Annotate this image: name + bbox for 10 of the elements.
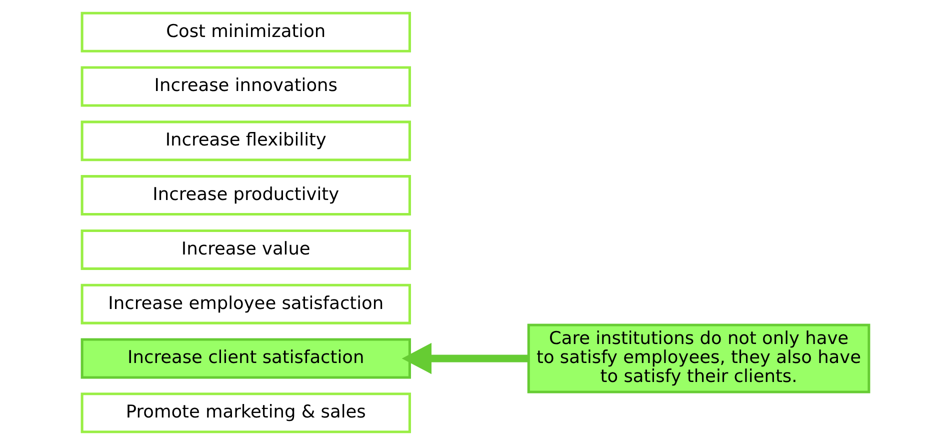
node-box: Care institutions do not only have to satisfy employees, they also have to satisfy their clients.	[526, 324, 870, 394]
node-box: Increase employee satisfaction	[80, 284, 410, 324]
node-box: Increase productivity	[80, 175, 410, 216]
node-box: Cost minimization	[80, 12, 410, 52]
node-box: Promote marketing & sales	[80, 392, 410, 434]
arrow	[401, 342, 528, 374]
node-box: Increase value	[80, 229, 410, 270]
node-box: Increase client satisfaction	[80, 338, 410, 379]
node-box: Increase innovations	[80, 66, 410, 107]
node-box: Increase flexibility	[80, 120, 410, 162]
